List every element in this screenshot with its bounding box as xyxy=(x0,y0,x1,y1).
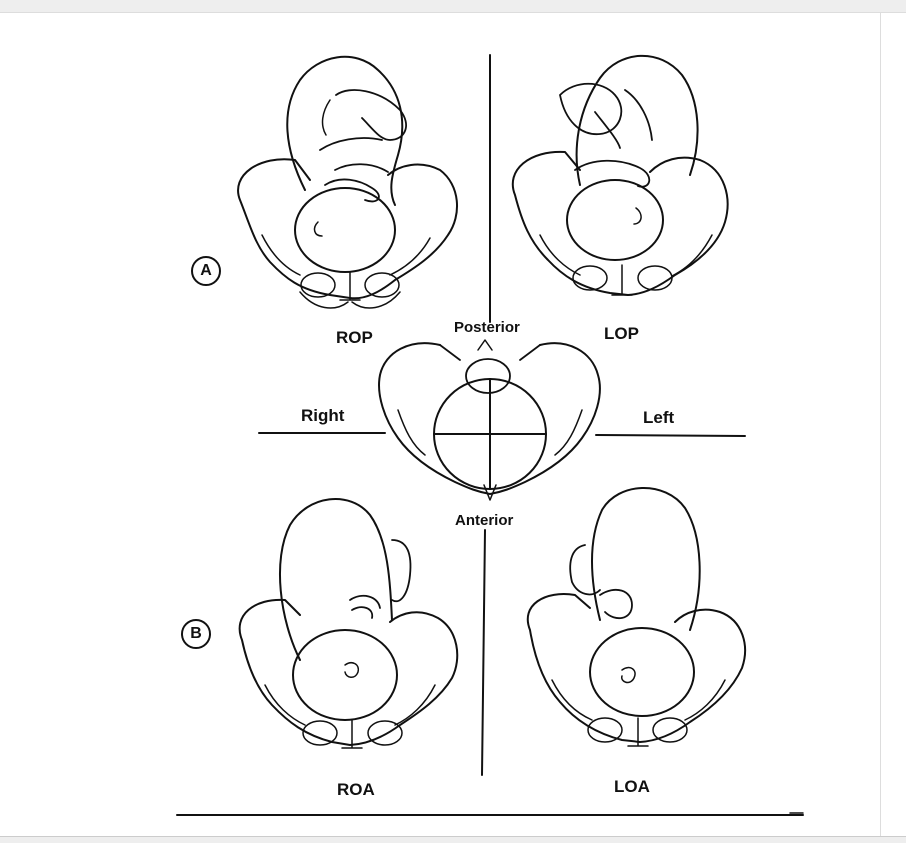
rop-fetus xyxy=(286,55,407,273)
panel-a-marker: A xyxy=(191,256,221,286)
viewer-bottom-bar xyxy=(0,836,906,843)
label-roa: ROA xyxy=(337,780,375,799)
rop-pelvis xyxy=(237,158,459,309)
roa-illustration xyxy=(238,498,459,749)
panel-b-marker: B xyxy=(181,619,211,649)
lop-fetus xyxy=(559,54,699,261)
sacral-promontory xyxy=(465,358,511,394)
label-loa: LOA xyxy=(614,777,650,796)
label-anterior: Anterior xyxy=(455,512,514,529)
label-left: Left xyxy=(643,408,675,427)
viewer-top-bar xyxy=(0,0,906,13)
lop-pelvis xyxy=(512,150,729,296)
label-rop: ROP xyxy=(336,328,373,347)
label-right: Right xyxy=(301,406,345,425)
horizontal-axis-right xyxy=(595,434,746,437)
rop-illustration xyxy=(237,55,459,309)
loa-fetus xyxy=(569,487,701,717)
roa-fetus xyxy=(278,498,412,721)
roa-pelvis xyxy=(238,598,459,749)
label-posterior: Posterior xyxy=(454,319,520,336)
label-lop: LOP xyxy=(604,324,639,343)
lop-illustration xyxy=(512,54,729,296)
loa-pelvis xyxy=(526,593,746,747)
viewer-right-edge xyxy=(880,12,881,836)
vertical-axis-bottom xyxy=(481,529,486,776)
central-pelvis xyxy=(378,339,601,501)
loa-illustration xyxy=(526,487,746,747)
